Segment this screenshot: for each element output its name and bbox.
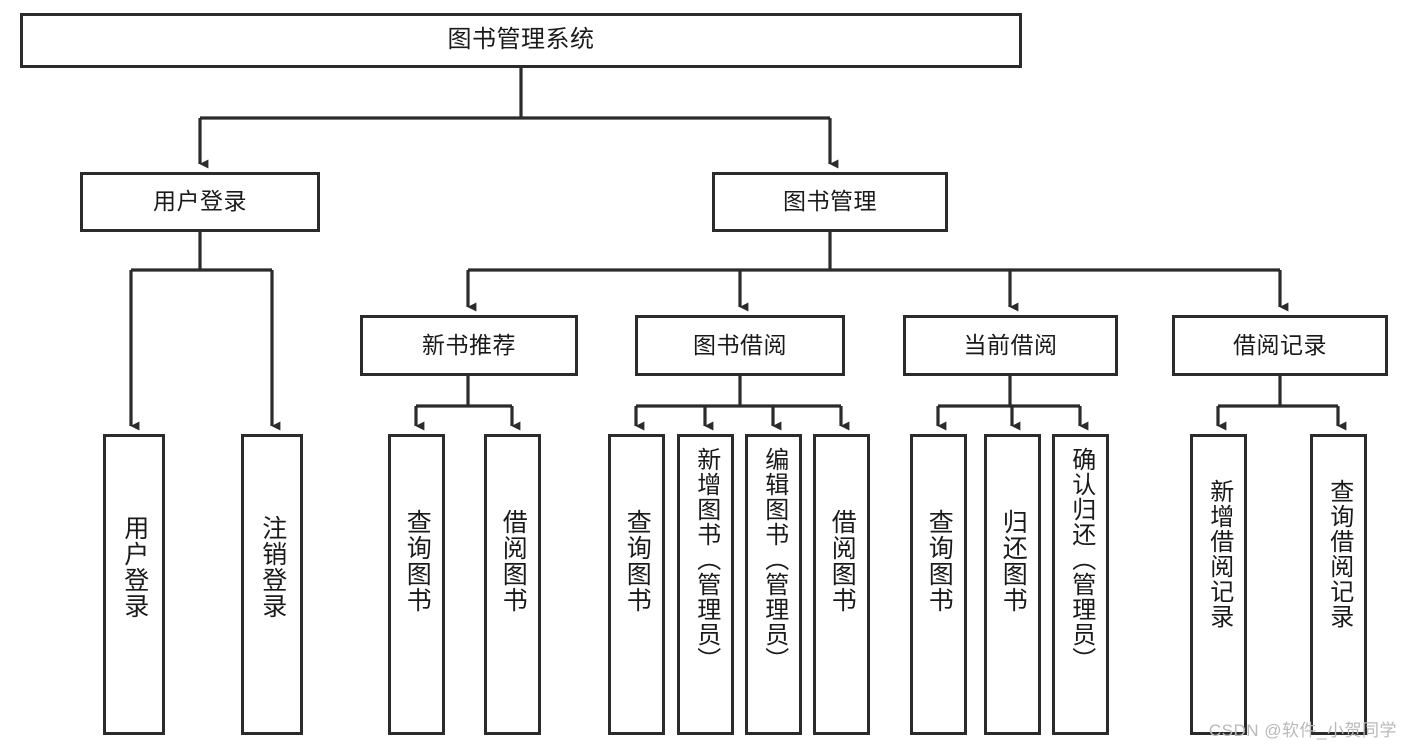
node-leaf-query-book-borrow-label: 查询图书	[623, 509, 652, 613]
node-leaf-add-book-label: 新增图书（管理员）	[692, 447, 720, 672]
node-leaf-add-book[interactable]: 新增图书（管理员）	[677, 434, 734, 735]
node-root-label: 图书管理系统	[447, 26, 595, 54]
node-leaf-query-record[interactable]: 查询借阅记录	[1310, 434, 1367, 735]
node-leaf-borrow-book-rec-label: 借阅图书	[499, 509, 528, 613]
node-user-login[interactable]: 用户登录	[80, 172, 320, 232]
node-leaf-query-book-borrow[interactable]: 查询图书	[608, 434, 665, 735]
node-book-borrow[interactable]: 图书借阅	[635, 315, 845, 376]
node-leaf-edit-book[interactable]: 编辑图书（管理员）	[745, 434, 802, 735]
node-leaf-query-record-label: 查询借阅记录	[1325, 479, 1353, 629]
node-leaf-return-book-label: 归还图书	[999, 509, 1028, 613]
node-current-borrow-label: 当前借阅	[963, 331, 1058, 358]
node-leaf-add-record-label: 新增借阅记录	[1205, 479, 1233, 629]
node-book-manage[interactable]: 图书管理	[712, 172, 948, 232]
node-new-book-rec[interactable]: 新书推荐	[360, 315, 578, 376]
node-leaf-confirm-return[interactable]: 确认归还（管理员）	[1052, 434, 1109, 735]
node-borrow-record[interactable]: 借阅记录	[1172, 315, 1388, 376]
node-user-login-label: 用户登录	[153, 188, 247, 215]
node-leaf-borrow-book-rec[interactable]: 借阅图书	[484, 434, 541, 735]
node-leaf-logout-label: 注销登录	[258, 515, 287, 619]
node-leaf-query-book-cur[interactable]: 查询图书	[910, 434, 967, 735]
node-borrow-record-label: 借阅记录	[1233, 331, 1327, 358]
node-leaf-user-login-label: 用户登录	[120, 515, 149, 619]
node-leaf-add-record[interactable]: 新增借阅记录	[1190, 434, 1247, 735]
node-root[interactable]: 图书管理系统	[20, 13, 1022, 68]
node-new-book-rec-label: 新书推荐	[422, 331, 516, 358]
node-leaf-edit-book-label: 编辑图书（管理员）	[760, 447, 788, 672]
node-leaf-borrow-book-label: 借阅图书	[828, 509, 857, 613]
node-leaf-return-book[interactable]: 归还图书	[984, 434, 1041, 735]
csdn-watermark: CSDN @软件_小贺同学	[1208, 721, 1397, 740]
node-leaf-query-book-rec[interactable]: 查询图书	[388, 434, 445, 735]
node-current-borrow[interactable]: 当前借阅	[903, 315, 1118, 376]
node-leaf-query-book-cur-label: 查询图书	[925, 509, 954, 613]
node-book-borrow-label: 图书借阅	[693, 331, 787, 358]
node-book-manage-label: 图书管理	[783, 188, 877, 215]
node-leaf-query-book-rec-label: 查询图书	[403, 509, 432, 613]
node-leaf-borrow-book[interactable]: 借阅图书	[813, 434, 870, 735]
node-leaf-confirm-return-label: 确认归还（管理员）	[1067, 447, 1095, 672]
node-leaf-logout[interactable]: 注销登录	[241, 434, 303, 735]
node-leaf-user-login[interactable]: 用户登录	[103, 434, 165, 735]
